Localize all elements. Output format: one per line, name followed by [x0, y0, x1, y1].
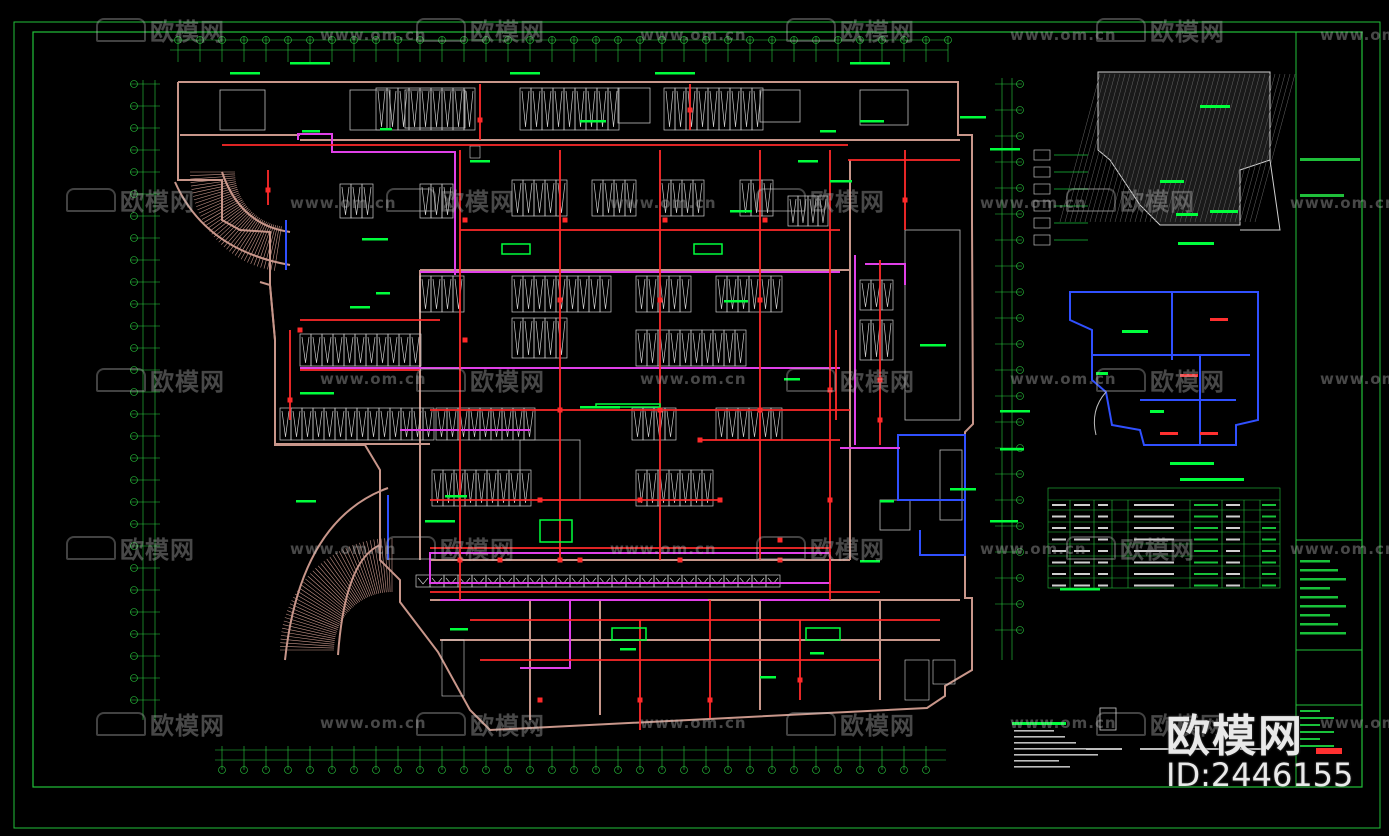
annotations	[230, 62, 1100, 679]
room-labels	[501, 243, 841, 641]
axis-grid	[130, 36, 1024, 774]
schedule-table	[1047, 478, 1281, 589]
zone-outlines	[285, 220, 966, 560]
model-id-label: ID:2446155	[1166, 756, 1354, 794]
sprinkler-zones	[297, 133, 906, 669]
drawing-notes	[1012, 707, 1266, 768]
brand-logo: 欧模网	[1166, 711, 1304, 762]
hydrant-symbols	[265, 107, 908, 703]
fire-lines	[222, 84, 960, 730]
ramp-upper	[174, 171, 291, 271]
title-block	[1300, 158, 1360, 754]
key-plan-upper	[1033, 71, 1296, 246]
ramp-lower	[280, 487, 393, 661]
drawing-frame	[13, 21, 1381, 829]
parking-stalls	[279, 87, 894, 588]
equipment	[219, 87, 963, 531]
stair-cores	[441, 145, 956, 701]
key-plan-zones	[1069, 291, 1259, 465]
